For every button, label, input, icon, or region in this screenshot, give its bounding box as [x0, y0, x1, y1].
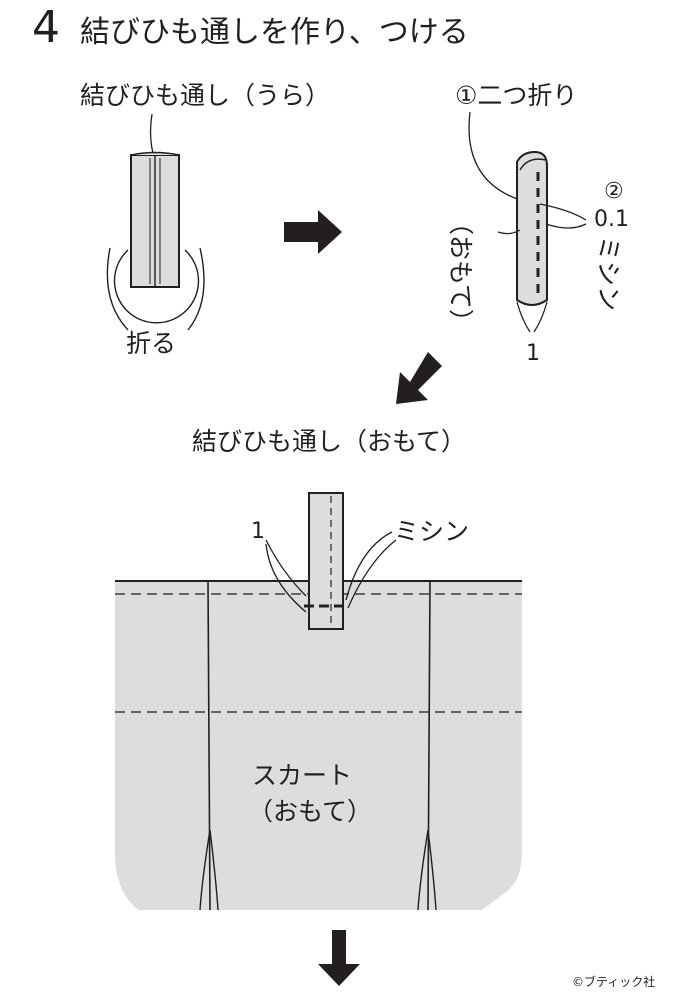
arrow-down-icon — [318, 930, 360, 986]
pleat-left — [199, 829, 219, 911]
folded-loop-strip — [516, 150, 548, 306]
stitch-distance-label: 0.1 — [594, 207, 629, 232]
loop-strip — [130, 151, 180, 288]
arrow-down-left-icon — [396, 352, 442, 404]
copyright-credit: ©ブティック社 — [572, 974, 655, 989]
right-figure: ①二つ折り 1 （おもて） ② 0.1 ミシン — [446, 81, 629, 366]
leader-line — [468, 111, 521, 201]
skirt-label: スカート — [252, 761, 352, 790]
sewing-label: ミシン — [594, 236, 623, 311]
arrow-right-icon — [284, 210, 342, 254]
step-title: 結びひも通しを作り、つける — [80, 15, 469, 50]
right-side-label: （おもて） — [446, 210, 475, 334]
fold-label: 折る — [126, 329, 176, 358]
pleat-right — [417, 829, 437, 911]
fold-in-two-label: ①二つ折り — [455, 81, 577, 110]
left-figure: 結びひも通し（うら） 折る — [80, 81, 330, 358]
loop-width-label: 1 — [251, 519, 265, 544]
panel-seam-left — [207, 580, 211, 911]
panel-seam-right — [427, 580, 431, 911]
attached-loop — [304, 492, 348, 630]
skirt-figure: 結びひも通し（おもて） 1 ミシン スカート （おもて） — [115, 427, 522, 911]
step2-mark: ② — [604, 179, 624, 204]
skirt-side-label: （おもて） — [248, 797, 372, 826]
skirt-sewing-label: ミシン — [394, 517, 469, 546]
loop-wrong-side-label: 結びひも通し（うら） — [80, 81, 330, 110]
width-label: 1 — [526, 341, 540, 366]
skirt-panel — [115, 581, 522, 910]
step-number: 4 — [32, 2, 60, 53]
step-heading: 4 結びひも通しを作り、つける — [32, 2, 469, 53]
fold-indicator-arc — [113, 249, 200, 324]
loop-right-side-label: 結びひも通し（おもて） — [192, 427, 466, 456]
